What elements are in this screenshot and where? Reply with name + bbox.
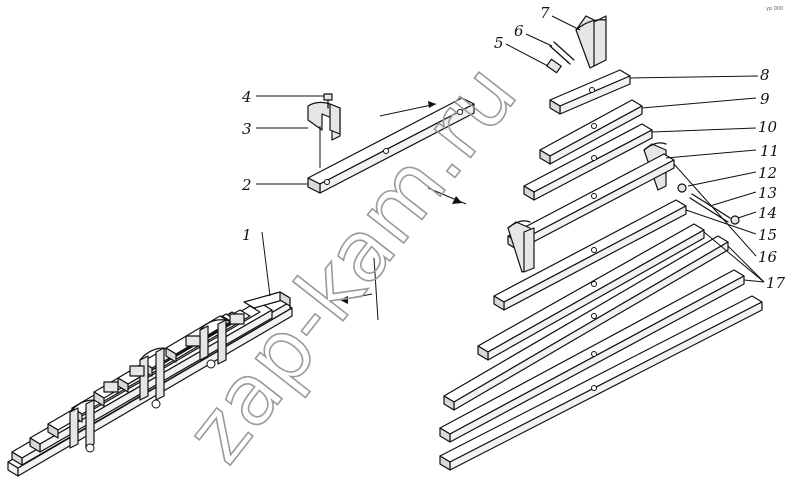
- callout-17: 17: [766, 274, 786, 292]
- part-7-bracket: [575, 15, 607, 69]
- callout-labels: 1 2 3 4 5 6 7 8 9 10 11 12 13 14 15 16 1…: [241, 4, 786, 292]
- part-3-clip: [307, 101, 341, 168]
- part-8-leaf: [549, 69, 631, 115]
- callout-15: 15: [758, 226, 777, 244]
- leader-lines: [256, 15, 765, 297]
- callout-9: 9: [760, 90, 770, 108]
- part-10-leaf: [523, 123, 653, 201]
- callout-16: 16: [758, 248, 778, 266]
- callout-8: 8: [760, 66, 770, 84]
- callout-7: 7: [540, 4, 550, 22]
- part-17-leaves: [439, 223, 763, 471]
- callout-12: 12: [758, 164, 777, 182]
- callout-14: 14: [758, 204, 777, 222]
- part-5-6-bolt: [546, 41, 575, 74]
- callout-13: 13: [758, 184, 777, 202]
- part-9-leaf: [539, 99, 643, 165]
- callout-11: 11: [760, 142, 779, 160]
- part-15-leaf: [507, 153, 675, 273]
- corner-mark: ур 000: [766, 6, 783, 12]
- callout-5: 5: [494, 34, 504, 52]
- direction-arrows: [379, 101, 467, 205]
- part-16-leaf: [493, 199, 687, 311]
- callout-1: 1: [242, 226, 252, 244]
- callout-4: 4: [241, 88, 252, 106]
- center-axis-marker: [339, 257, 379, 321]
- callout-2: 2: [241, 176, 252, 194]
- callout-3: 3: [242, 120, 252, 138]
- assembled-leaf-spring: [7, 291, 293, 477]
- part-4-bolt: [323, 93, 333, 109]
- part-2-root-leaf: [307, 97, 475, 194]
- callout-10: 10: [758, 118, 778, 136]
- callout-6: 6: [514, 22, 524, 40]
